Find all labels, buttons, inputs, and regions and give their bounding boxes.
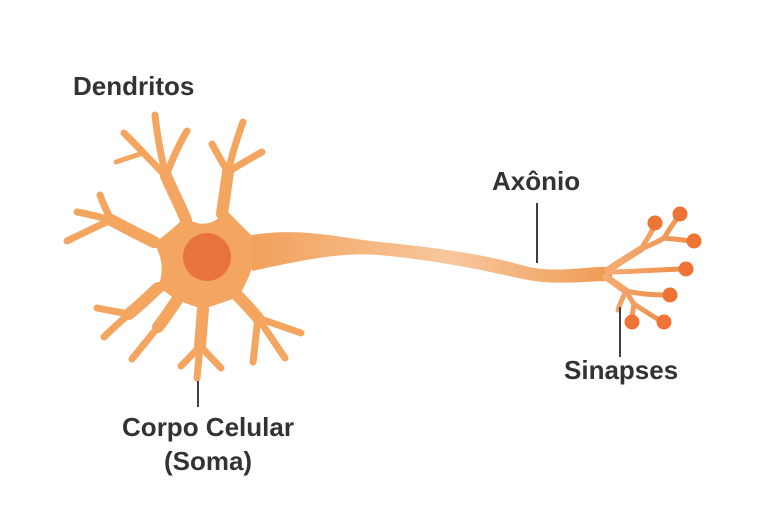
pointer-lines (197, 203, 621, 407)
axon-terminal-branches (602, 213, 694, 324)
label-dendrites: Dendritos (73, 71, 195, 101)
nucleus-shape (183, 233, 231, 281)
synapse-boutons (624, 206, 702, 330)
dendrites-branches (63, 111, 305, 382)
axon-shape (252, 232, 612, 283)
label-axon: Axônio (492, 166, 581, 196)
label-cell-body-line2: (Soma) (163, 446, 253, 476)
label-cell-body: Corpo Celular (Soma) (108, 410, 308, 478)
label-synapses: Sinapses (564, 355, 679, 385)
label-cell-body-line1: Corpo Celular (122, 412, 294, 442)
